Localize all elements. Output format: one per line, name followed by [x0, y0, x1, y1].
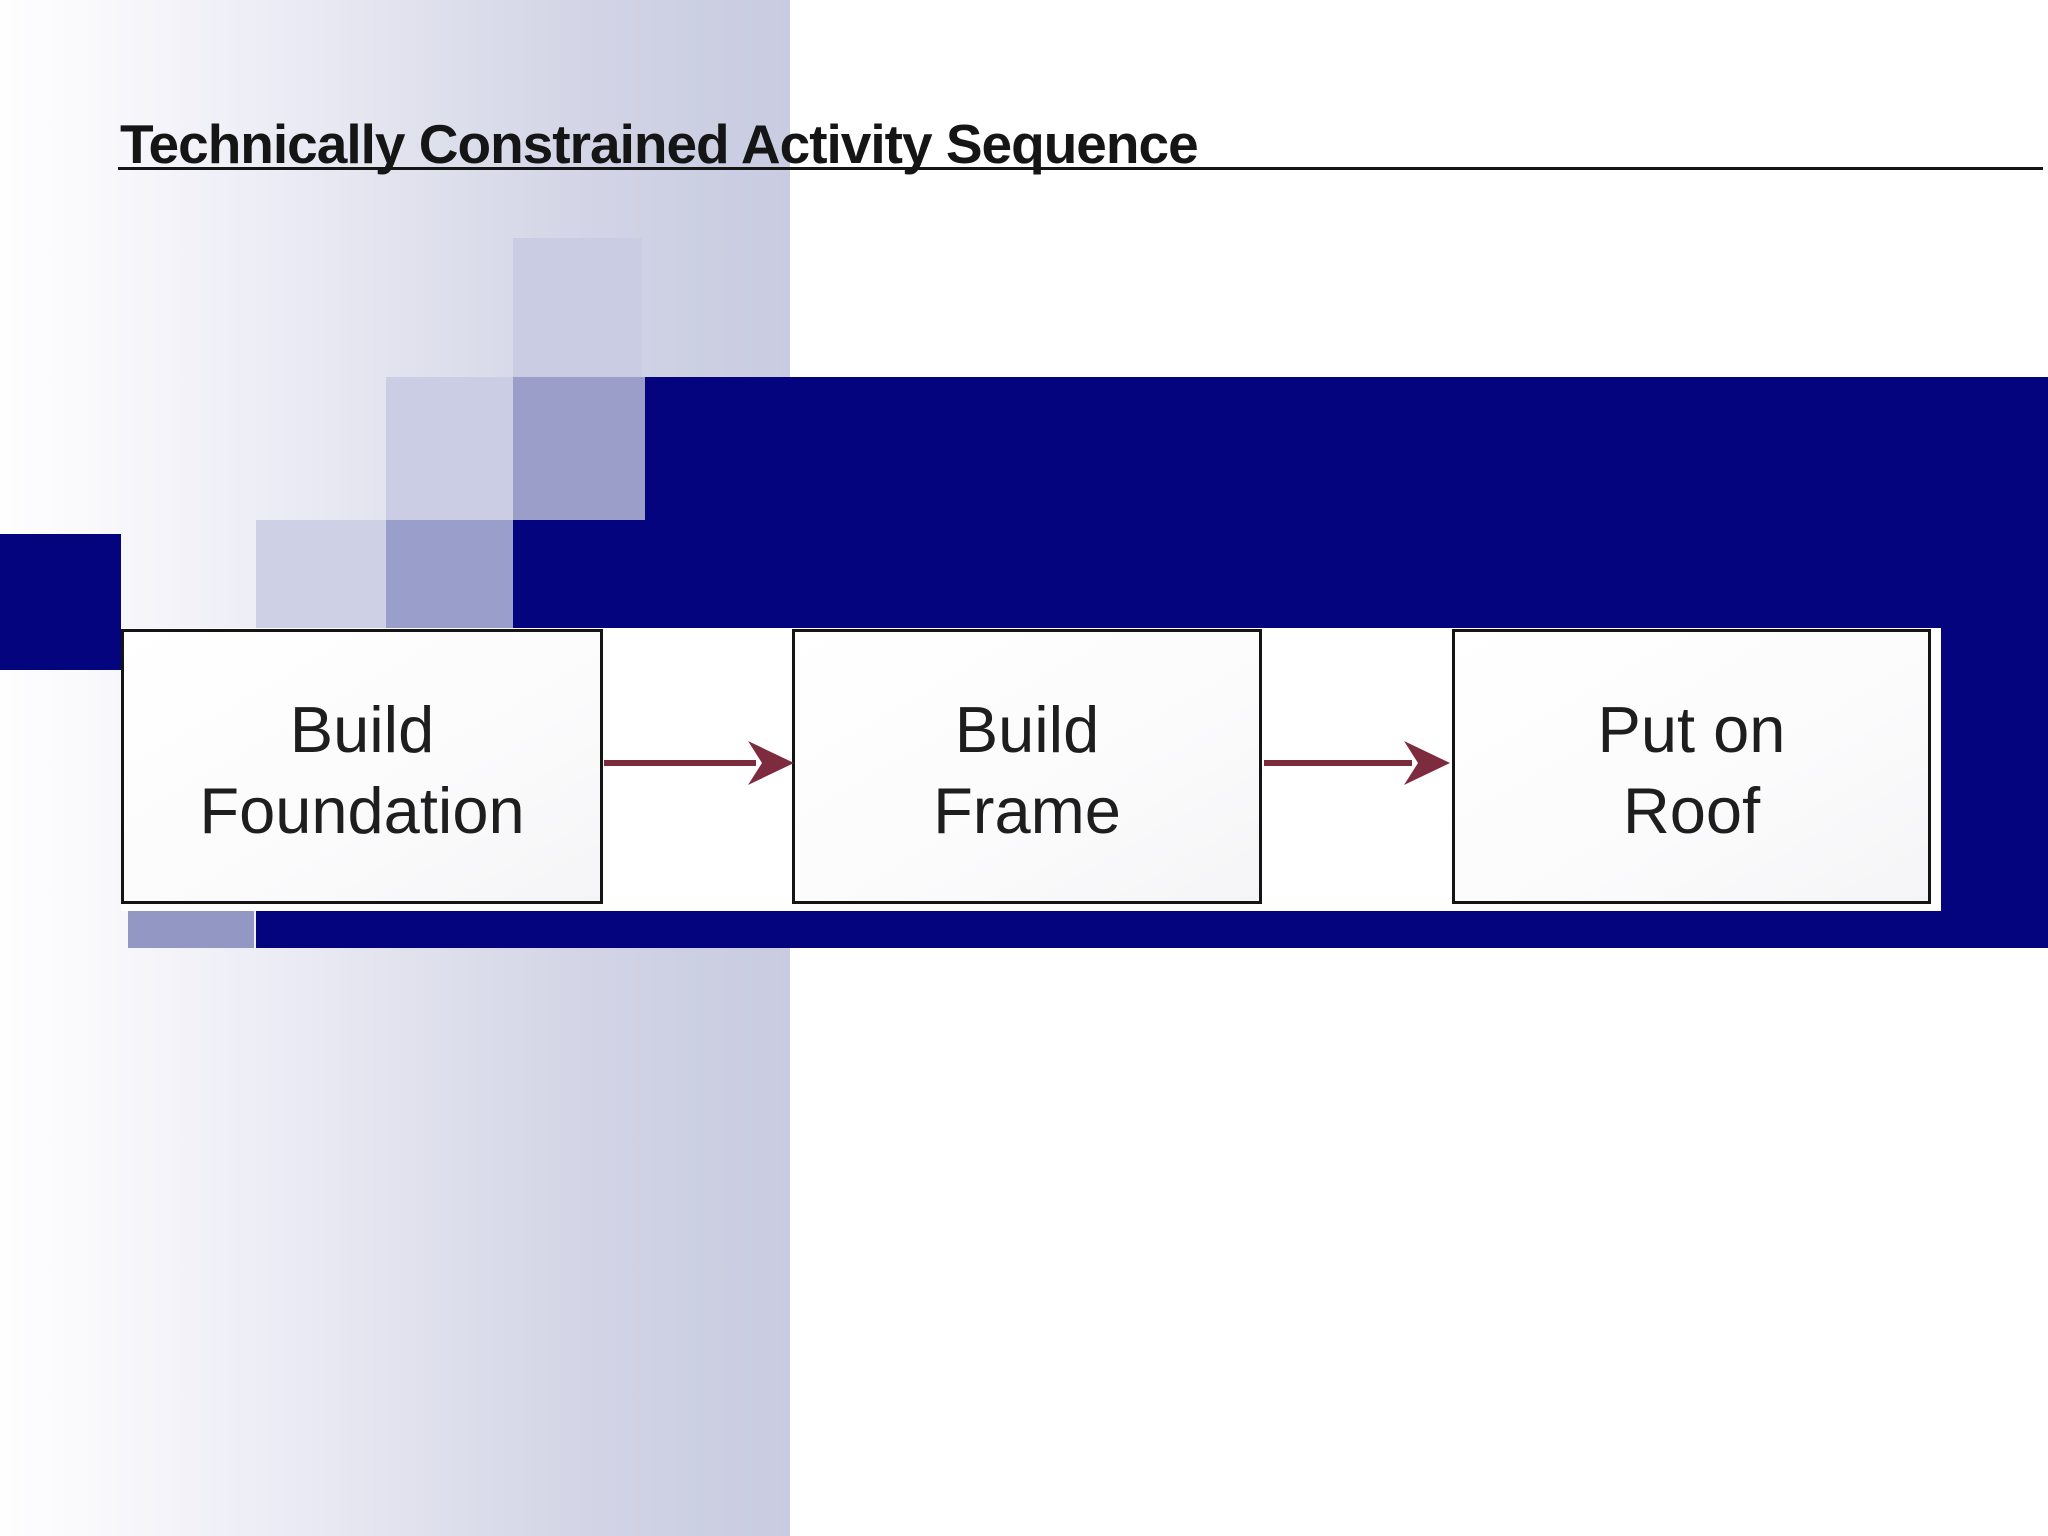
title-underline [118, 167, 2043, 170]
activity-node-build-frame: Build Frame [792, 629, 1262, 904]
pixel-square-bottom [128, 911, 254, 948]
flow-arrow-icon [604, 741, 794, 785]
node-label-line: Put on [1597, 692, 1786, 766]
activity-node-build-foundation: Build Foundation [121, 629, 603, 904]
page-title: Technically Constrained Activity Sequenc… [120, 113, 1199, 175]
node-label-line: Build [954, 692, 1100, 766]
node-label-line: Frame [933, 773, 1121, 847]
navy-band-bottom-strip [256, 911, 513, 948]
pixel-square-mid-light [386, 377, 513, 520]
flow-arrow-icon [1264, 741, 1450, 785]
node-label-line: Build [289, 692, 435, 766]
pixel-square-mid-dark [513, 377, 645, 520]
navy-left-block [0, 534, 121, 670]
pixel-square-low-dark [386, 520, 513, 628]
activity-node-put-on-roof: Put on Roof [1452, 629, 1931, 904]
node-label-line: Foundation [199, 773, 525, 847]
node-label-line: Roof [1622, 773, 1761, 847]
pixel-square-low-light [256, 520, 386, 628]
pixel-square-top [513, 238, 642, 377]
